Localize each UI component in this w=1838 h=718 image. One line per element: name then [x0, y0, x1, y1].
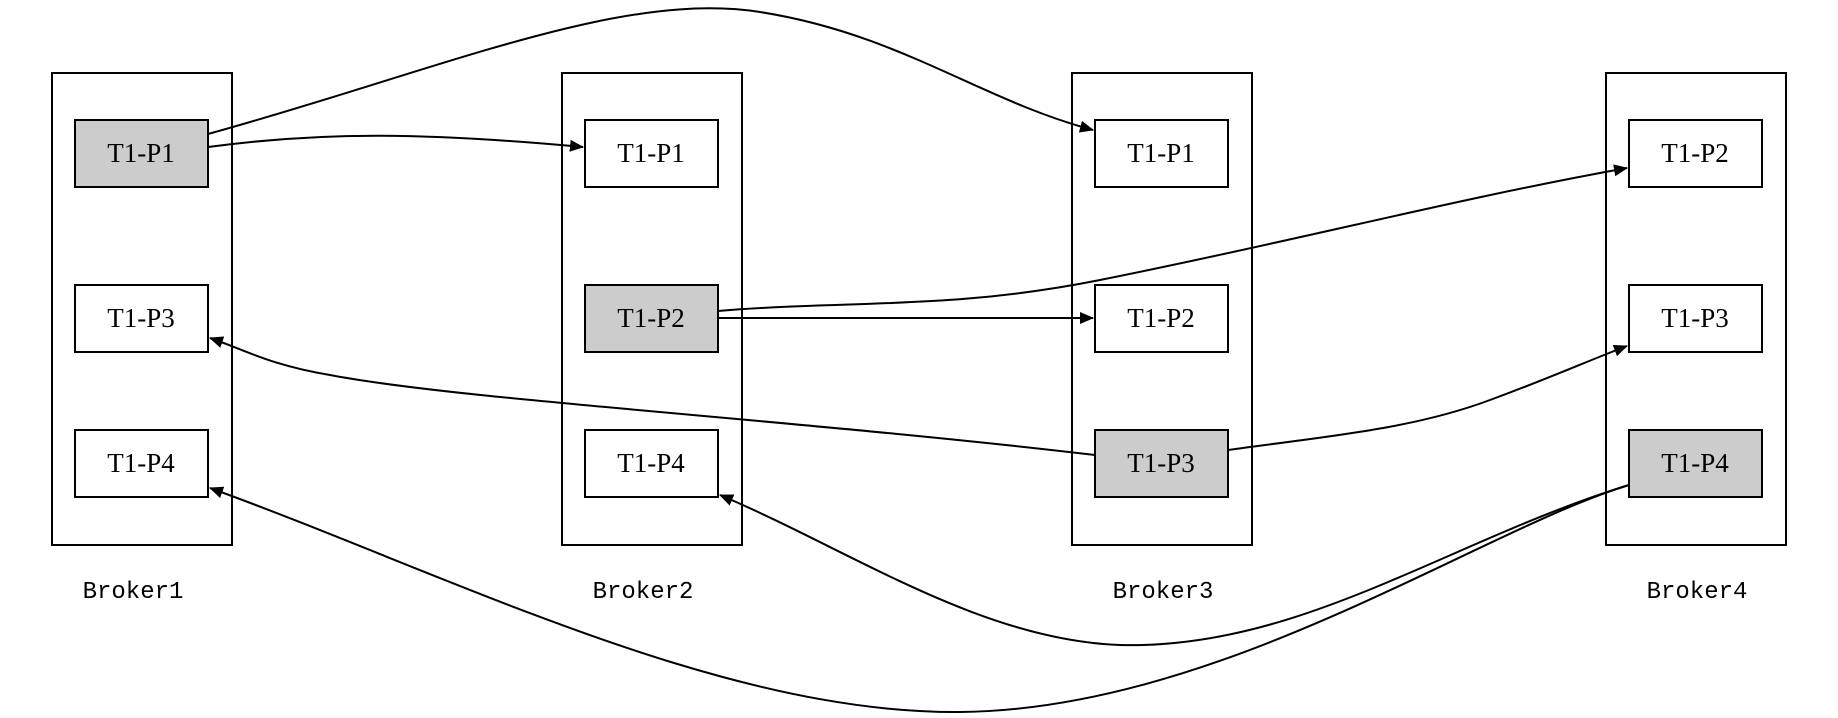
broker1-box: [51, 72, 233, 546]
partition-follower-box: [584, 429, 719, 498]
broker2-partition-1[interactable]: T1-P1: [584, 119, 719, 188]
broker1-partition-1[interactable]: T1-P1: [74, 119, 209, 188]
partition-label: T1-P3: [1127, 448, 1195, 478]
partition-leader-box: [1628, 429, 1763, 498]
broker3-label: Broker3: [1113, 579, 1214, 606]
broker2-label: Broker2: [593, 579, 694, 606]
replication-arrow-b4p4-to-b2p4: [719, 484, 1630, 647]
broker4-partition-3[interactable]: T1-P4: [1628, 429, 1763, 498]
broker3-partition-1[interactable]: T1-P1: [1094, 119, 1229, 188]
partition-label: T1-P1: [617, 138, 685, 168]
partition-follower-box: [74, 284, 209, 353]
broker3-partition-2[interactable]: T1-P2: [1094, 284, 1229, 353]
broker1-partition-2[interactable]: T1-P3: [74, 284, 209, 353]
broker1-partition-3[interactable]: T1-P4: [74, 429, 209, 498]
partition-follower-box: [74, 429, 209, 498]
partition-label: T1-P2: [617, 303, 685, 333]
broker3-partition-3[interactable]: T1-P3: [1094, 429, 1229, 498]
partition-follower-box: [1094, 284, 1229, 353]
partition-follower-box: [1094, 119, 1229, 188]
partition-follower-box: [1628, 284, 1763, 353]
partition-label: T1-P4: [107, 448, 175, 478]
replication-arrow-b3p3-to-b4p3: [1227, 344, 1628, 451]
replication-arrow-b1p1-to-b3p1: [207, 7, 1094, 135]
partition-follower-box: [1628, 119, 1763, 188]
partition-label: T1-P4: [1661, 448, 1729, 478]
partition-label: T1-P1: [107, 138, 175, 168]
replication-arrow-b1p1-to-b2p1: [207, 134, 584, 152]
broker4-label: Broker4: [1647, 579, 1748, 606]
partition-label: T1-P4: [617, 448, 685, 478]
partition-label: T1-P3: [107, 303, 175, 333]
partition-label: T1-P3: [1661, 303, 1729, 333]
broker4-partition-1[interactable]: T1-P2: [1628, 119, 1763, 188]
partition-follower-box: [584, 119, 719, 188]
broker2-partition-3[interactable]: T1-P4: [584, 429, 719, 498]
partition-leader-box: [1094, 429, 1229, 498]
broker2-partition-2[interactable]: T1-P2: [584, 284, 719, 353]
partition-leader-box: [74, 119, 209, 188]
partition-leader-box: [584, 284, 719, 353]
partition-label: T1-P2: [1661, 138, 1729, 168]
partition-label: T1-P1: [1127, 138, 1195, 168]
replication-arrow-b2p2-to-b4p2: [717, 164, 1628, 312]
broker4-box: [1605, 72, 1787, 546]
partition-label: T1-P2: [1127, 303, 1195, 333]
broker3-box: [1071, 72, 1253, 546]
broker1-label: Broker1: [83, 579, 184, 606]
broker4-partition-2[interactable]: T1-P3: [1628, 284, 1763, 353]
replication-arrow-b4p4-to-b1p4: [209, 484, 1630, 714]
replication-arrow-b3p3-to-b1p3: [209, 336, 1096, 456]
